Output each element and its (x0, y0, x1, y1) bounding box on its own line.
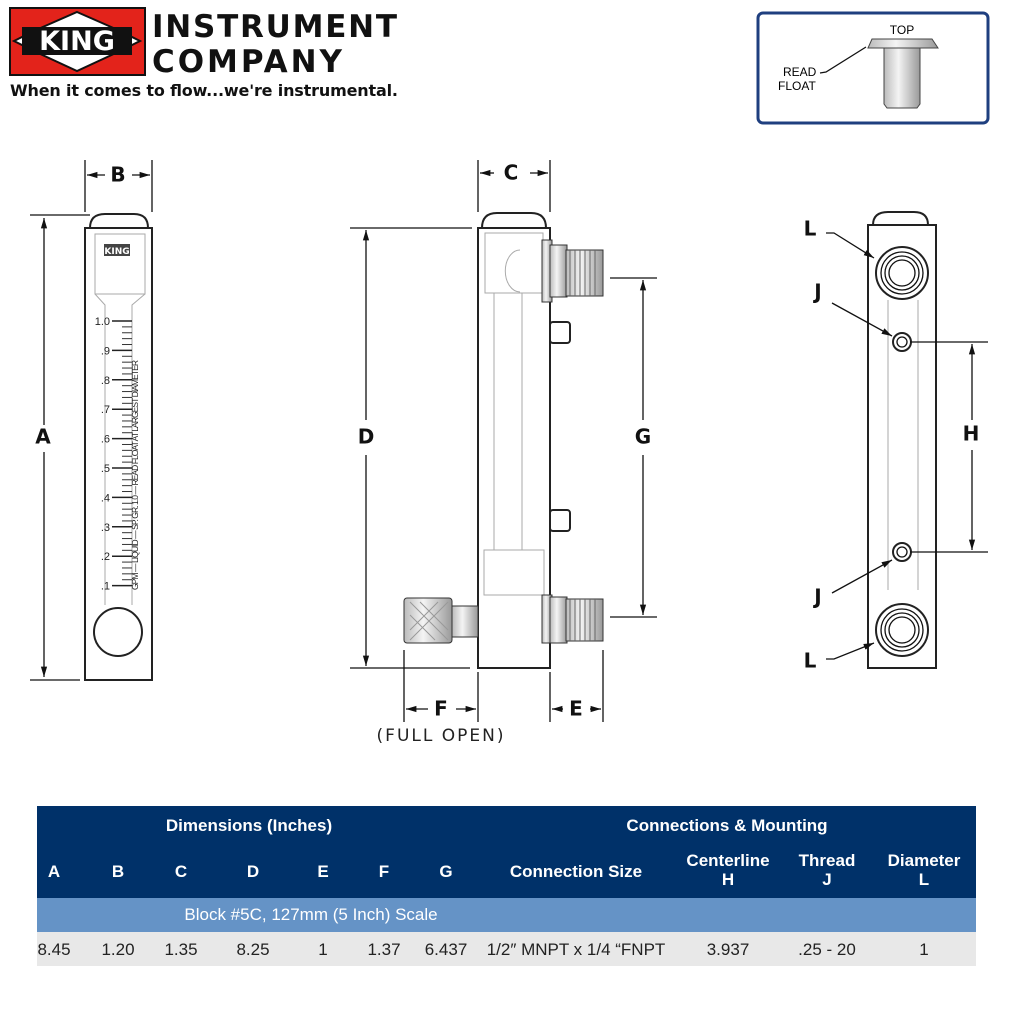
section-label: Block #5C, 127mm (5 Inch) Scale (184, 905, 438, 924)
table-cell: 1.20 (101, 940, 135, 959)
table-cell: 1 (318, 940, 328, 959)
dim-j-top-label: J (812, 280, 821, 304)
table-cell: 3.937 (706, 940, 750, 959)
table-section-row: Block #5C, 127mm (5 Inch) Scale (37, 898, 976, 932)
group-connections: Connections & Mounting (626, 816, 828, 835)
dim-c-label: C (504, 161, 519, 185)
scale-tick-label: .2 (101, 551, 110, 563)
scale-tick-label: .4 (101, 492, 110, 504)
scale-text: GPM — LIQUID — SP. GR. 1.0 — READ FLOAT … (130, 360, 140, 590)
scale-tick-label: .9 (101, 345, 110, 357)
group-dimensions: Dimensions (Inches) (165, 816, 333, 835)
table-row: 8.45 1.20 1.35 8.25 1 1.37 6.437 1/2″ MNPT x 1/… (37, 932, 976, 966)
scale-tick-label: .5 (101, 463, 110, 475)
dim-l-bottom-label: L (804, 649, 817, 673)
table-cell: 8.45 (37, 940, 71, 959)
column-header: A (47, 862, 61, 881)
dim-d-label: D (358, 425, 375, 449)
dim-l-top-label: L (804, 217, 817, 241)
logo-line2: COMPANY (152, 44, 343, 80)
port-top (875, 246, 929, 300)
side-view: D G C F E (FULL OPEN) (350, 160, 657, 746)
float-top-label: TOP (890, 23, 914, 37)
dim-b-label: B (110, 163, 125, 187)
dim-f-label: F (434, 697, 448, 721)
front-view: KING 1.0 .9 .8 .7 .6 .5 .4 .3 .2 .1 GPM — LIQUID … (30, 160, 153, 681)
back-view: L L J J H (804, 211, 988, 673)
scale-tick-label: 1.0 (95, 316, 110, 328)
dim-j-bottom-label: J (812, 585, 821, 609)
logo-line1: INSTRUMENT (152, 9, 397, 45)
logo-tagline: When it comes to flow...we're instrument… (10, 81, 398, 100)
scale-tick-label: .3 (101, 522, 110, 534)
table-cell: 1 (919, 940, 929, 959)
dimensions-table: Dimensions (Inches) Connections & Mounti… (37, 806, 976, 966)
column-header: Connection Size (509, 862, 643, 881)
scale-tick-label: .8 (101, 375, 110, 387)
tube-badge: KING (104, 247, 129, 257)
scale-tick-label: .6 (101, 434, 110, 446)
column-header: G (439, 862, 453, 881)
scale-tick-label: .1 (101, 581, 110, 593)
dim-e-label: E (569, 697, 583, 721)
port-bottom (875, 603, 929, 657)
column-header: D (246, 862, 260, 881)
column-header: E (317, 862, 329, 881)
table-cell: 8.25 (236, 940, 270, 959)
logo-badge: KING (39, 26, 115, 57)
column-header: C (174, 862, 188, 881)
dim-g-label: G (635, 425, 651, 449)
table-cell: 1.35 (164, 940, 198, 959)
flow-scale: 1.0 .9 .8 .7 .6 .5 .4 .3 .2 .1 (95, 316, 132, 593)
full-open-label: (FULL OPEN) (377, 726, 506, 746)
company-logo: KING INSTRUMENT COMPANY When it comes to… (9, 7, 398, 100)
dim-a-label: A (35, 425, 51, 449)
table-cell: .25 - 20 (798, 940, 856, 959)
column-header: F (378, 862, 390, 881)
table-cell: 6.437 (424, 940, 468, 959)
drawing-canvas: KING INSTRUMENT COMPANY When it comes to… (9, 7, 990, 746)
table-cell: 1/2″ MNPT x 1/4 “FNPT (486, 940, 666, 959)
scale-tick-label: .7 (101, 404, 110, 416)
dim-h-label: H (963, 422, 980, 446)
table-cell: 1.37 (367, 940, 401, 959)
column-header: B (111, 862, 125, 881)
table-header: Dimensions (Inches) Connections & Mounti… (37, 806, 976, 898)
